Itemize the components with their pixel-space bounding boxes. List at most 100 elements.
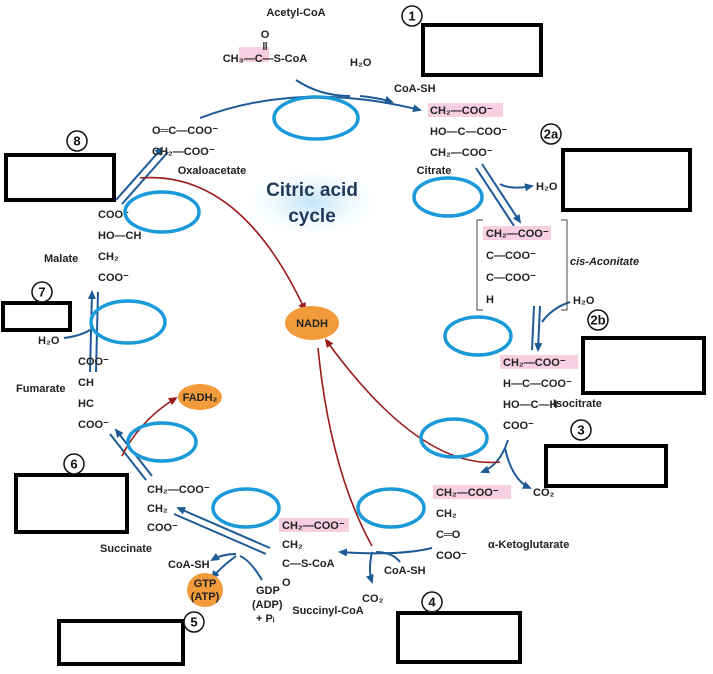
label-fumarate: Fumarate [16,383,66,395]
gtp-label: GTP [194,578,217,590]
label-coash-step5: CoA-SH [168,559,210,571]
blank-ellipse-step7[interactable] [89,299,167,345]
blank-ellipse-step4[interactable] [356,487,426,529]
blank-ellipse-step6[interactable] [126,421,198,463]
nadh-label: NADH [296,318,328,330]
arrow-step2b-a [534,305,543,352]
cycle-arrows [63,79,571,584]
title-glow [234,164,390,240]
red-arrow-step8-nadh [139,176,306,312]
arrow-step6-b [109,433,147,481]
structure-alpha-kg-line: CH₂ [436,508,457,520]
structure-succinate-line: CH₂—COO⁻ [147,484,210,496]
step-number-4: 4 [428,595,436,610]
arrow-h2o-in-2b [541,301,571,323]
answer-box-step4[interactable] [396,611,522,664]
label-h2o-step2a: H₂O [536,181,558,193]
arrow-coash-out-5 [210,552,237,562]
label-co2-step4: CO₂ [362,593,384,605]
blank-ellipse-step5[interactable] [211,487,281,529]
label-coash-step1: CoA-SH [394,83,436,95]
arrow-step2a-a [481,163,522,224]
label-h2o-step2b: H₂O [573,295,595,307]
step-markers: 1 2a 2b 3 4 5 6 7 8 [31,5,609,633]
arrow-step8-a [115,146,164,201]
step-marker-3: 3 [570,419,592,441]
structure-citrate-line: HO—C—COO⁻ [430,126,508,138]
step-marker-7: 7 [31,281,53,303]
arrow-step2b-b [531,305,535,351]
step-marker-5: 5 [183,611,205,633]
structure-succinyl-coa-line: CH₂—COO⁻ [282,520,345,532]
blank-ellipse-step2b[interactable] [443,315,513,357]
structure-cis-aconitate-line: C—COO⁻ [486,250,536,262]
structure-succinyl-coa-line: O [282,577,291,589]
arrow-step4 [338,547,433,557]
label-coash-step4: CoA-SH [384,565,426,577]
step-number-2a: 2a [544,127,559,142]
label-gdp: GDP [256,585,280,597]
step-number-6: 6 [70,457,77,472]
arrow-gtp-out [210,555,237,580]
step-number-2b: 2b [590,313,605,328]
label-citrate: Citrate [417,165,452,177]
nadh-oval: NADH [285,306,339,340]
fadh2-oval: FADH₂ [178,384,222,410]
structure-citrate-line: CH₂—COO⁻ [430,105,493,117]
structure-citrate-line: CH₂—COO⁻ [430,147,493,159]
answer-box-step7[interactable] [1,301,72,332]
label-h2o-step1: H₂O [350,57,372,69]
step-number-3: 3 [577,423,584,438]
cis-aconitate-bracket [476,219,568,311]
blank-ellipse-step1[interactable] [272,95,360,141]
step-number-5: 5 [190,615,197,630]
chemical-structures: O ‖CH₃—C—S-CoA CH₂—COO⁻ HO—C—COO⁻ CH₂—COO⁻ CH… [78,29,572,589]
answer-box-step3[interactable] [544,444,668,488]
answer-boxes [1,23,706,666]
arrow-step3 [480,439,509,474]
label-acetyl-coa: Acetyl-CoA [266,7,325,19]
blank-ellipse-step2a[interactable] [412,176,484,218]
answer-box-step2a[interactable] [561,148,692,212]
pink-highlights [239,47,578,532]
step-marker-1: 1 [401,5,423,27]
blank-ellipse-step3[interactable] [419,417,489,459]
blank-ellipse-step8[interactable] [123,190,201,234]
structure-succinyl-coa-line: C—S-CoA [282,558,335,570]
answer-box-step2b[interactable] [581,336,706,395]
arrow-gdp-in [239,555,263,581]
answer-box-step1[interactable] [421,23,543,77]
structure-alpha-kg-line: C═O [436,529,461,541]
step-number-8: 8 [73,134,80,149]
structure-alpha-kg-line: COO⁻ [436,550,467,562]
structure-malate-line: COO⁻ [98,272,129,284]
label-cis-aconitate: cis-Aconitate [570,256,639,268]
structure-cis-aconitate-line: C—COO⁻ [486,272,536,284]
label-isocitrate: Isocitrate [553,398,602,410]
label-co2-step3: CO₂ [533,487,555,499]
answer-box-step8[interactable] [4,153,116,202]
arrow-co2-out-4 [365,551,374,584]
cycle-title-line2: cycle [288,206,336,227]
structure-acetyl-line: ‖ [262,41,267,53]
arrow-h2o-out-2a [499,183,534,192]
answer-box-step5[interactable] [57,619,185,666]
step-marker-8: 8 [66,130,88,152]
gtp-oval: GTP (ATP) [187,573,223,607]
structure-alpha-kg-line: CH₂—COO⁻ [436,487,499,499]
structure-isocitrate-line: H—C—COO⁻ [503,378,572,390]
label-h2o-step7: H₂O [38,335,60,347]
structure-isocitrate-line: CH₂—COO⁻ [503,357,566,369]
label-malate: Malate [44,253,78,265]
structure-cis-aconitate-line: CH₂—COO⁻ [486,228,549,240]
arrow-step7-a [87,290,96,373]
label-oxaloacetate: Oxaloacetate [178,165,246,177]
structure-malate-line: HO—CH [98,230,141,242]
arrow-acetyl-in [295,79,351,97]
red-arrow-step3-nadh [324,338,501,464]
structure-succinate-line: CH₂ [147,503,168,515]
step-marker-2b: 2b [587,309,609,331]
answer-box-step6[interactable] [14,473,129,534]
structure-acetyl-line: CH₃—C—S-CoA [223,53,308,65]
structure-succinyl-coa-line: CH₂ [282,539,303,551]
